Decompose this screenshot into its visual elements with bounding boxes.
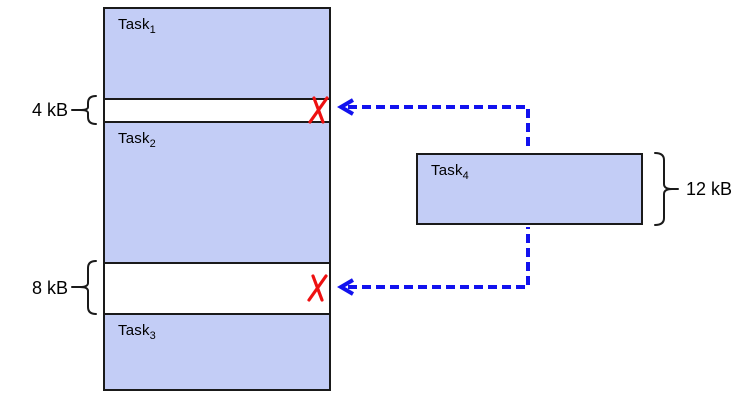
gap-8kb-block [105, 262, 329, 313]
arrow-to-gap1 [337, 98, 530, 151]
task1-block: Task1 [105, 9, 329, 98]
arrow-to-gap2-line [348, 227, 530, 289]
task3-label: Task3 [118, 322, 156, 342]
task4-label: Task4 [431, 162, 469, 182]
gap1-brace-icon [71, 95, 97, 125]
arrow-to-gap2 [337, 227, 530, 296]
task2-block: Task2 [105, 121, 329, 262]
task1-label: Task1 [118, 16, 156, 36]
task4-brace-icon [654, 152, 679, 226]
left-arrowhead-icon [337, 278, 355, 296]
gap2-brace-icon [71, 260, 97, 315]
memory-column: Task1 Task2 Task3 [103, 7, 331, 391]
gap-4kb-block [105, 98, 329, 121]
task4-size-label: 12 kB [686, 179, 733, 199]
task2-label: Task2 [118, 130, 156, 150]
task2-subscript: 2 [149, 138, 156, 150]
task3-block: Task3 [105, 313, 329, 389]
arrow-to-gap1-line [348, 105, 530, 151]
left-arrowhead-icon [337, 98, 355, 116]
task1-subscript: 1 [149, 24, 156, 36]
gap2-size-label: 8 kB [31, 278, 68, 298]
task4-subscript: 4 [462, 170, 469, 182]
task4-block: Task4 [416, 153, 643, 225]
gap1-size-label: 4 kB [31, 100, 68, 120]
task3-subscript: 3 [149, 330, 156, 342]
